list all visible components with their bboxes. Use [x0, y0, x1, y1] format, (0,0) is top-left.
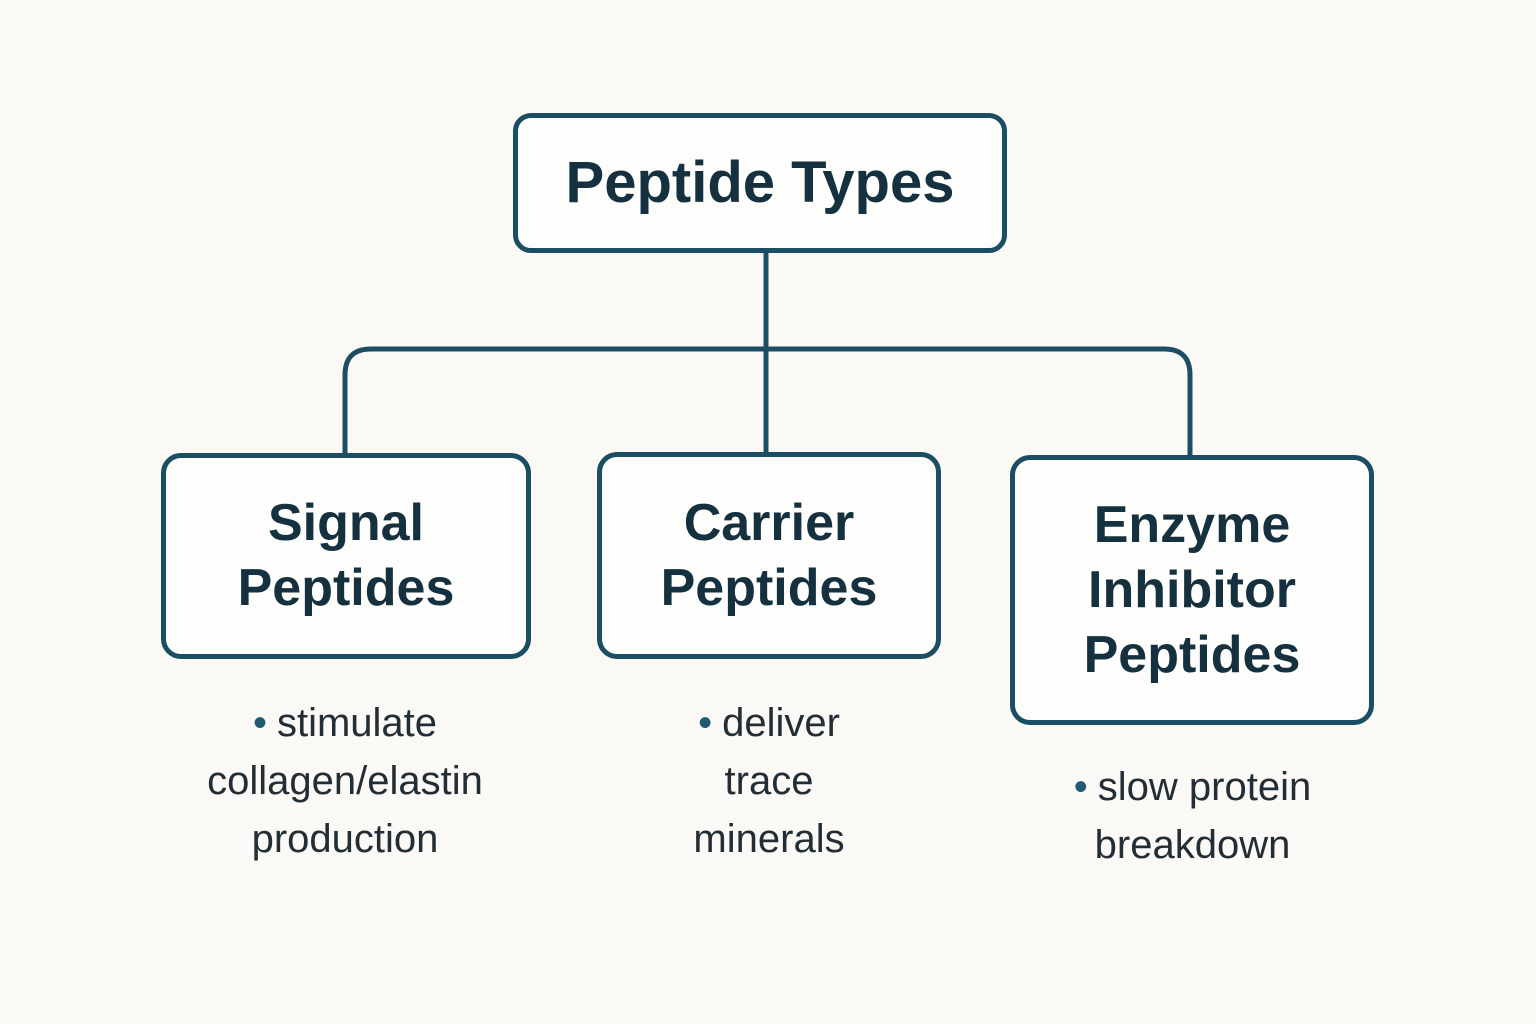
node-carrier-peptides: Carrier Peptides	[597, 452, 941, 659]
node-signal-peptides-label: Signal Peptides	[237, 494, 455, 617]
bullet-dot-icon: •	[698, 701, 713, 745]
bullet-note-signal: •stimulate collagen/elastin production	[125, 694, 565, 868]
bullet-note-carrier: •deliver trace minerals	[595, 694, 943, 868]
bullet-dot-icon: •	[252, 701, 267, 745]
bullet-note-signal-text: stimulate collagen/elastin production	[207, 701, 483, 861]
bullet-note-enzyme: •slow protein breakdown	[995, 758, 1390, 874]
node-peptide-types-label: Peptide Types	[565, 150, 955, 216]
node-enzyme-inhibitor-peptides-label: Enzyme Inhibitor Peptides	[1083, 495, 1301, 684]
bullet-note-enzyme-text: slow protein breakdown	[1094, 765, 1312, 867]
node-peptide-types: Peptide Types	[513, 113, 1007, 253]
bullet-dot-icon: •	[1073, 765, 1088, 809]
node-signal-peptides: Signal Peptides	[161, 453, 531, 659]
bullet-note-carrier-text: deliver trace minerals	[693, 701, 845, 861]
node-carrier-peptides-label: Carrier Peptides	[660, 493, 878, 617]
node-enzyme-inhibitor-peptides: Enzyme Inhibitor Peptides	[1010, 455, 1374, 725]
